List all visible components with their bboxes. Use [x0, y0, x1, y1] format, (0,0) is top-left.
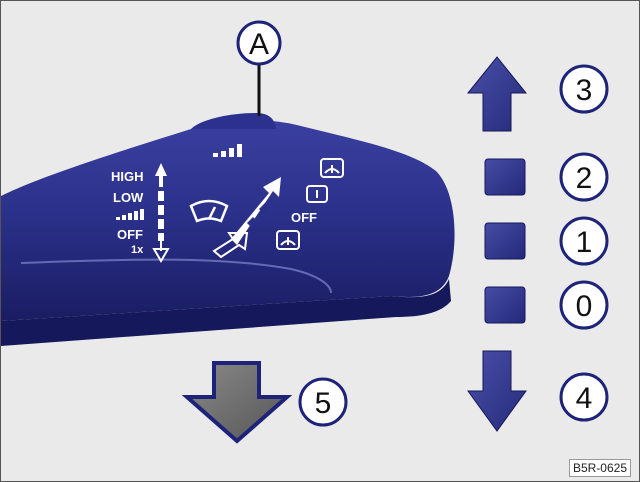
rear-wiper-icon-top — [320, 158, 344, 178]
callout-0-label: 0 — [576, 290, 593, 323]
lever-off-label-left: OFF — [117, 227, 143, 242]
lever-off-label-right: OFF — [291, 210, 317, 225]
lever-1x-label: 1x — [131, 244, 144, 256]
front-wiper-icon — [189, 199, 229, 223]
callout-3-circle — [559, 64, 609, 114]
interval-bars-icon — [116, 209, 144, 220]
rear-wash-icon — [276, 230, 300, 250]
square-position-0 — [484, 286, 526, 324]
callout-1-label: 1 — [576, 226, 593, 259]
arrow-down-5 — [181, 361, 293, 444]
arrow-down-4 — [467, 350, 527, 432]
rear-wiper-icon-mid — [306, 185, 328, 203]
callout-a-label: A — [249, 28, 269, 61]
square-position-1 — [484, 222, 526, 260]
callout-3-label: 3 — [576, 74, 593, 107]
callout-a — [236, 20, 282, 116]
arrow-up-3 — [466, 56, 528, 132]
callout-4-label: 4 — [576, 382, 593, 415]
callout-0-circle — [559, 280, 609, 330]
callout-2-label: 2 — [576, 162, 593, 195]
callout-4-circle — [559, 372, 609, 422]
square-position-2 — [484, 158, 526, 196]
push-pull-arrow-icon — [212, 177, 281, 259]
interval-bars-top-icon — [213, 144, 242, 157]
wiper-lever — [1, 113, 455, 346]
callout-5-circle — [298, 377, 348, 427]
lever-high-label: HIGH — [111, 169, 144, 184]
callout-5-label: 5 — [315, 387, 332, 420]
lever-low-label: LOW — [113, 190, 144, 205]
callout-1-circle — [559, 216, 609, 266]
speed-scale — [152, 163, 170, 263]
figure-code: B5R-0625 — [568, 459, 631, 477]
callout-2-circle — [559, 152, 609, 202]
